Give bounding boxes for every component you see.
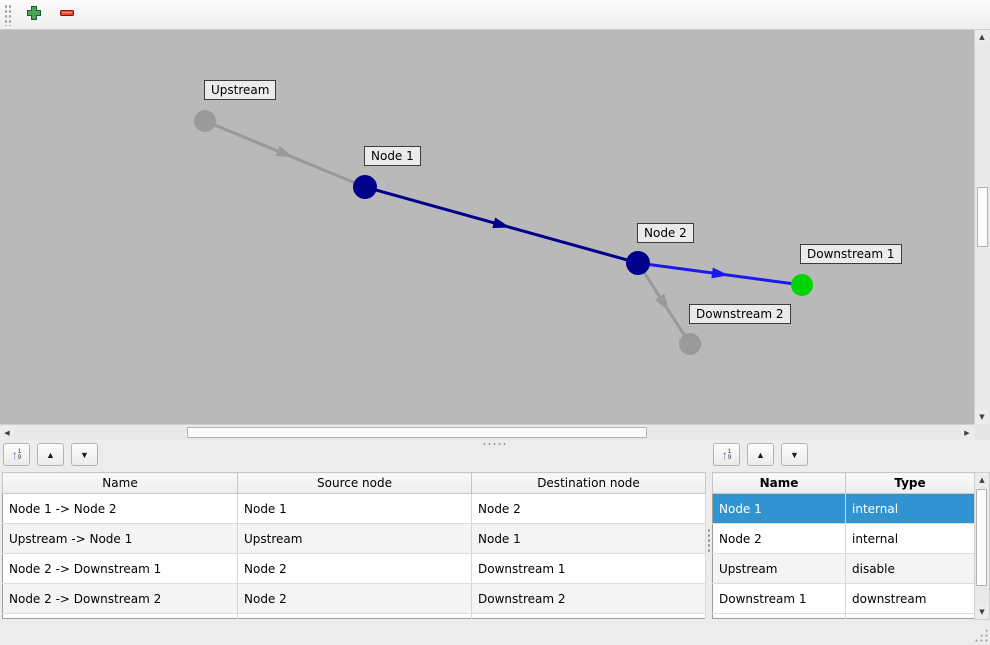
table-cell: Upstream	[237, 523, 472, 554]
node-label[interactable]: Downstream 2	[689, 304, 791, 324]
resize-grip-icon[interactable]	[974, 628, 988, 642]
table-cell: internal	[845, 523, 975, 554]
node-label[interactable]: Node 1	[364, 146, 421, 166]
scroll-right-icon[interactable]: ▶	[960, 426, 974, 440]
edge-arrow-icon	[711, 267, 729, 279]
scrollbar-corner	[974, 424, 990, 440]
graph-svg	[194, 110, 813, 355]
canvas-hscrollbar[interactable]: ◀ ▶	[0, 424, 974, 440]
edges-move-up-button[interactable]: ▲	[37, 443, 64, 466]
table-cell: Downstream 2	[471, 583, 706, 614]
table-cell: Upstream -> Node 1	[2, 523, 238, 554]
vertical-splitter[interactable]	[705, 472, 712, 620]
column-header[interactable]: Type	[845, 472, 975, 494]
remove-button[interactable]	[54, 2, 80, 28]
graph-node[interactable]	[626, 251, 650, 275]
graph-node[interactable]	[194, 110, 216, 132]
node-label[interactable]: Downstream 1	[800, 244, 902, 264]
arrow-up-icon: ▲	[46, 449, 55, 460]
nodes-move-down-button[interactable]: ▼	[781, 443, 808, 466]
add-icon	[26, 5, 42, 24]
scroll-up-icon[interactable]: ▲	[975, 30, 989, 44]
table-cell: Node 1	[712, 493, 846, 524]
table-cell: Node 2	[237, 583, 472, 614]
table-cell: internal	[845, 493, 975, 524]
table-cell: Node 1	[471, 523, 706, 554]
add-button[interactable]	[21, 2, 47, 28]
table-cell: Node 1 -> Node 2	[2, 493, 238, 524]
arrow-down-icon: ▼	[80, 449, 89, 460]
edges-move-down-button[interactable]: ▼	[71, 443, 98, 466]
main-toolbar	[0, 0, 990, 30]
column-header[interactable]: Destination node	[471, 472, 706, 494]
vscroll-thumb[interactable]	[977, 187, 988, 247]
scroll-down-icon[interactable]: ▼	[975, 605, 989, 619]
node-label[interactable]: Node 2	[637, 223, 694, 243]
graph-node[interactable]	[679, 333, 701, 355]
graph-node[interactable]	[353, 175, 377, 199]
vscroll-thumb[interactable]	[976, 489, 987, 586]
splitter-handle-icon	[706, 528, 711, 554]
table-cell: Node 2	[471, 493, 706, 524]
edge-arrow-icon	[492, 217, 511, 229]
table-cell: downstream	[845, 583, 975, 614]
scroll-down-icon[interactable]: ▼	[975, 410, 989, 424]
edge-arrow-icon	[275, 145, 294, 158]
hscroll-thumb[interactable]	[187, 427, 647, 438]
node-label[interactable]: Upstream	[204, 80, 277, 100]
nodes-move-up-button[interactable]: ▲	[747, 443, 774, 466]
table-cell: disable	[845, 553, 975, 584]
table-cell: Node 2 -> Downstream 1	[2, 553, 238, 584]
arrow-up-icon: ▲	[756, 449, 765, 460]
remove-icon	[59, 5, 75, 24]
canvas-vscrollbar[interactable]: ▲ ▼	[974, 30, 990, 424]
table-cell: Downstream 1	[712, 583, 846, 614]
column-header[interactable]: Name	[2, 472, 238, 494]
column-header[interactable]: Source node	[237, 472, 472, 494]
empty-row	[2, 613, 706, 619]
arrow-down-icon: ▼	[790, 449, 799, 460]
toolbar-grip[interactable]	[4, 3, 12, 26]
column-header[interactable]: Name	[712, 472, 846, 494]
table-cell: Node 2	[237, 553, 472, 584]
graph-node[interactable]	[791, 274, 813, 296]
scroll-left-icon[interactable]: ◀	[0, 426, 14, 440]
empty-row	[712, 613, 975, 619]
table-cell: Downstream 1	[471, 553, 706, 584]
scroll-up-icon[interactable]: ▲	[975, 473, 989, 487]
table-cell: Upstream	[712, 553, 846, 584]
table-cell: Node 2 -> Downstream 2	[2, 583, 238, 614]
nodes-table-vscrollbar[interactable]: ▲ ▼	[974, 472, 990, 620]
table-cell: Node 2	[712, 523, 846, 554]
edge-arrow-icon	[655, 293, 669, 312]
splitter-handle-icon	[482, 442, 508, 446]
horizontal-splitter[interactable]	[0, 440, 990, 448]
table-cell: Node 1	[237, 493, 472, 524]
